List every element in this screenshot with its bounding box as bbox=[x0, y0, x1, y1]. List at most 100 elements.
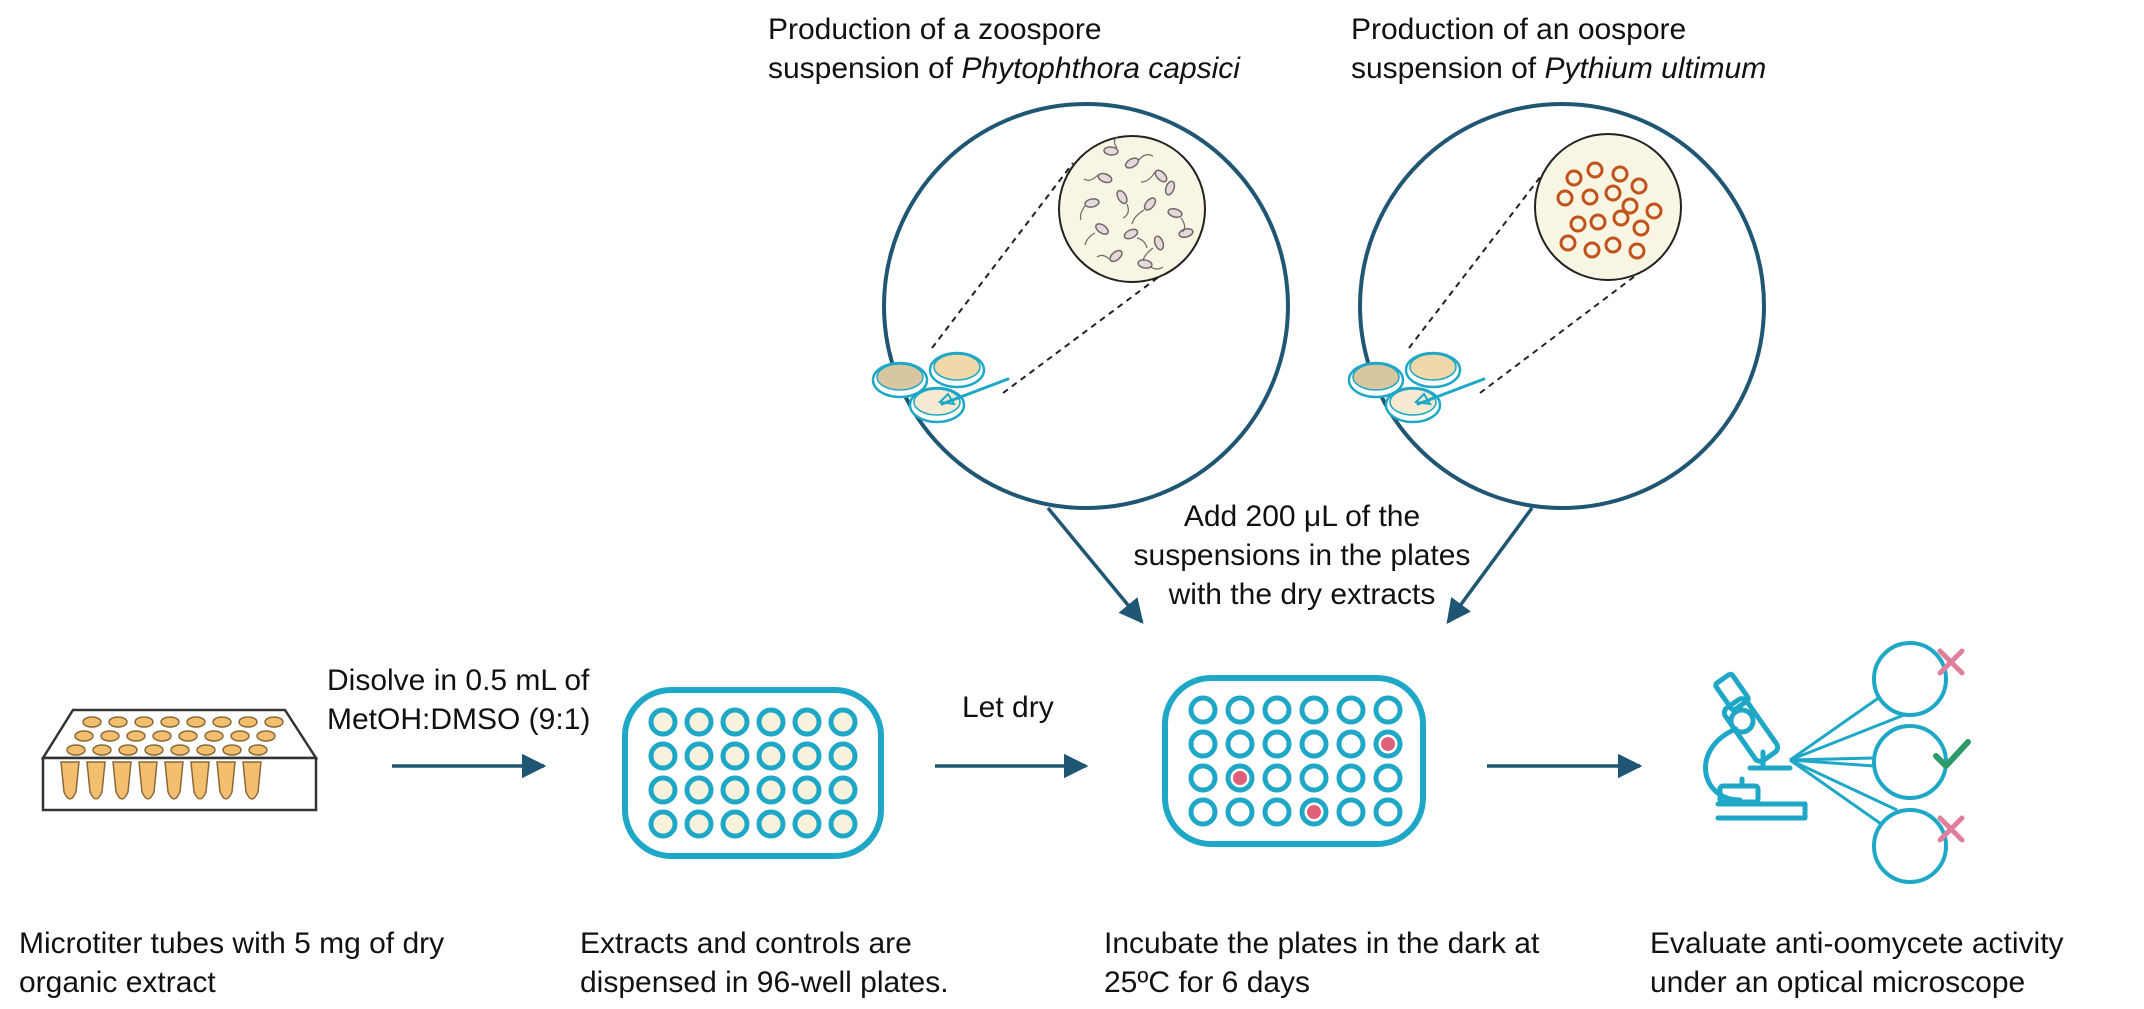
plate-well bbox=[648, 707, 678, 737]
plate-well bbox=[684, 707, 714, 737]
plate-well bbox=[828, 775, 858, 805]
rack-hole bbox=[230, 730, 250, 742]
rack-hole bbox=[196, 744, 216, 756]
result-negative-top bbox=[1872, 641, 1965, 717]
microtiter-tube bbox=[164, 761, 184, 800]
plate-well bbox=[1299, 729, 1329, 759]
plate-well bbox=[792, 707, 822, 737]
plate-well bbox=[756, 809, 786, 839]
plate-well bbox=[720, 707, 750, 737]
rack-hole bbox=[222, 744, 242, 756]
zoospore-species: Phytophthora capsici bbox=[961, 52, 1240, 85]
plate-well bbox=[648, 775, 678, 805]
plate-well bbox=[1299, 695, 1329, 725]
microscope-icon bbox=[1703, 671, 1808, 821]
extract-well-plate bbox=[622, 687, 884, 859]
plate-well bbox=[756, 775, 786, 805]
plate-well bbox=[684, 741, 714, 771]
cross-icon bbox=[1937, 815, 1965, 843]
plate-well bbox=[648, 741, 678, 771]
positive-well-dot bbox=[1307, 805, 1321, 819]
plate-well bbox=[1373, 695, 1403, 725]
plate-well bbox=[1262, 695, 1292, 725]
plate-well bbox=[1336, 695, 1366, 725]
rack-hole bbox=[74, 730, 94, 742]
microtiter-tube bbox=[242, 761, 262, 800]
microtiter-tube bbox=[216, 761, 236, 800]
rack-hole bbox=[144, 744, 164, 756]
plate-well bbox=[792, 775, 822, 805]
plate-well bbox=[792, 809, 822, 839]
plate-well bbox=[756, 741, 786, 771]
plate-well bbox=[720, 741, 750, 771]
result-positive-middle bbox=[1872, 724, 1971, 800]
plate-well bbox=[1336, 729, 1366, 759]
plates-caption: Extracts and controls are dispensed in 9… bbox=[580, 927, 949, 999]
oospore-species: Pythium ultimum bbox=[1544, 52, 1767, 85]
plate-well bbox=[828, 707, 858, 737]
rack-hole bbox=[134, 716, 154, 728]
plate-well bbox=[792, 741, 822, 771]
zoospore-cells bbox=[1084, 146, 1194, 269]
rack-hole bbox=[126, 730, 146, 742]
microtiter-tube-rack bbox=[40, 708, 319, 812]
rack-hole bbox=[238, 716, 258, 728]
rack-hole bbox=[204, 730, 224, 742]
microtiter-tube bbox=[190, 761, 210, 800]
plate-well bbox=[1373, 797, 1403, 827]
plate-well bbox=[828, 809, 858, 839]
evaluate-caption: Evaluate anti-oomycete activity under an… bbox=[1650, 927, 2064, 999]
plate-well bbox=[1373, 763, 1403, 793]
microtiter-tube bbox=[112, 761, 132, 800]
plate-well bbox=[1336, 763, 1366, 793]
rack-hole bbox=[256, 730, 276, 742]
rack-hole bbox=[108, 716, 128, 728]
rack-hole bbox=[248, 744, 268, 756]
plate-well bbox=[828, 741, 858, 771]
plate-well bbox=[720, 775, 750, 805]
plate-well bbox=[648, 809, 678, 839]
plate-well bbox=[1225, 729, 1255, 759]
microtiter-tube bbox=[138, 761, 158, 800]
plate-well bbox=[1262, 797, 1292, 827]
rack-hole bbox=[186, 716, 206, 728]
rack-hole bbox=[66, 744, 86, 756]
rack-hole bbox=[212, 716, 232, 728]
result-connectors bbox=[1789, 690, 1905, 828]
let-dry-step-label: Let dry bbox=[962, 691, 1054, 724]
rack-hole bbox=[178, 730, 198, 742]
rack-hole bbox=[118, 744, 138, 756]
oospore-title: Production of an oospore suspension of P… bbox=[1351, 13, 1767, 85]
oospores bbox=[1556, 161, 1663, 260]
plate-well bbox=[1188, 729, 1218, 759]
positive-well-dot bbox=[1233, 771, 1247, 785]
zoospore-zoom-circle bbox=[1058, 135, 1206, 283]
plate-well bbox=[1299, 763, 1329, 793]
incubate-caption: Incubate the plates in the dark at 25ºC … bbox=[1104, 927, 1540, 999]
zoospore-flagella bbox=[1079, 135, 1186, 270]
plate-well bbox=[1262, 763, 1292, 793]
plate-well bbox=[1188, 763, 1218, 793]
rack-hole bbox=[160, 716, 180, 728]
rack-hole bbox=[82, 716, 102, 728]
positive-well-dot bbox=[1381, 737, 1395, 751]
plate-well bbox=[684, 775, 714, 805]
oospore-petri-dishes bbox=[1347, 351, 1486, 424]
add-suspension-note: Add 200 μL of the suspensions in the pla… bbox=[1133, 500, 1471, 611]
rack-hole bbox=[92, 744, 112, 756]
rack-hole bbox=[170, 744, 190, 756]
plate-well bbox=[720, 809, 750, 839]
plate-well bbox=[1188, 695, 1218, 725]
plate-well bbox=[1225, 797, 1255, 827]
zoospore-petri-dishes bbox=[871, 351, 1010, 424]
zoospore-culture-circle bbox=[871, 102, 1290, 510]
dissolve-step-label: Disolve in 0.5 mL of MetOH:DMSO (9:1) bbox=[327, 664, 591, 736]
plate-well bbox=[756, 707, 786, 737]
plate-well bbox=[684, 809, 714, 839]
plate-well bbox=[1336, 797, 1366, 827]
arrow-oospore-to-plate bbox=[1446, 506, 1534, 624]
incubation-well-plate bbox=[1162, 675, 1426, 847]
plate-well bbox=[1262, 729, 1292, 759]
check-icon bbox=[1933, 739, 1971, 769]
